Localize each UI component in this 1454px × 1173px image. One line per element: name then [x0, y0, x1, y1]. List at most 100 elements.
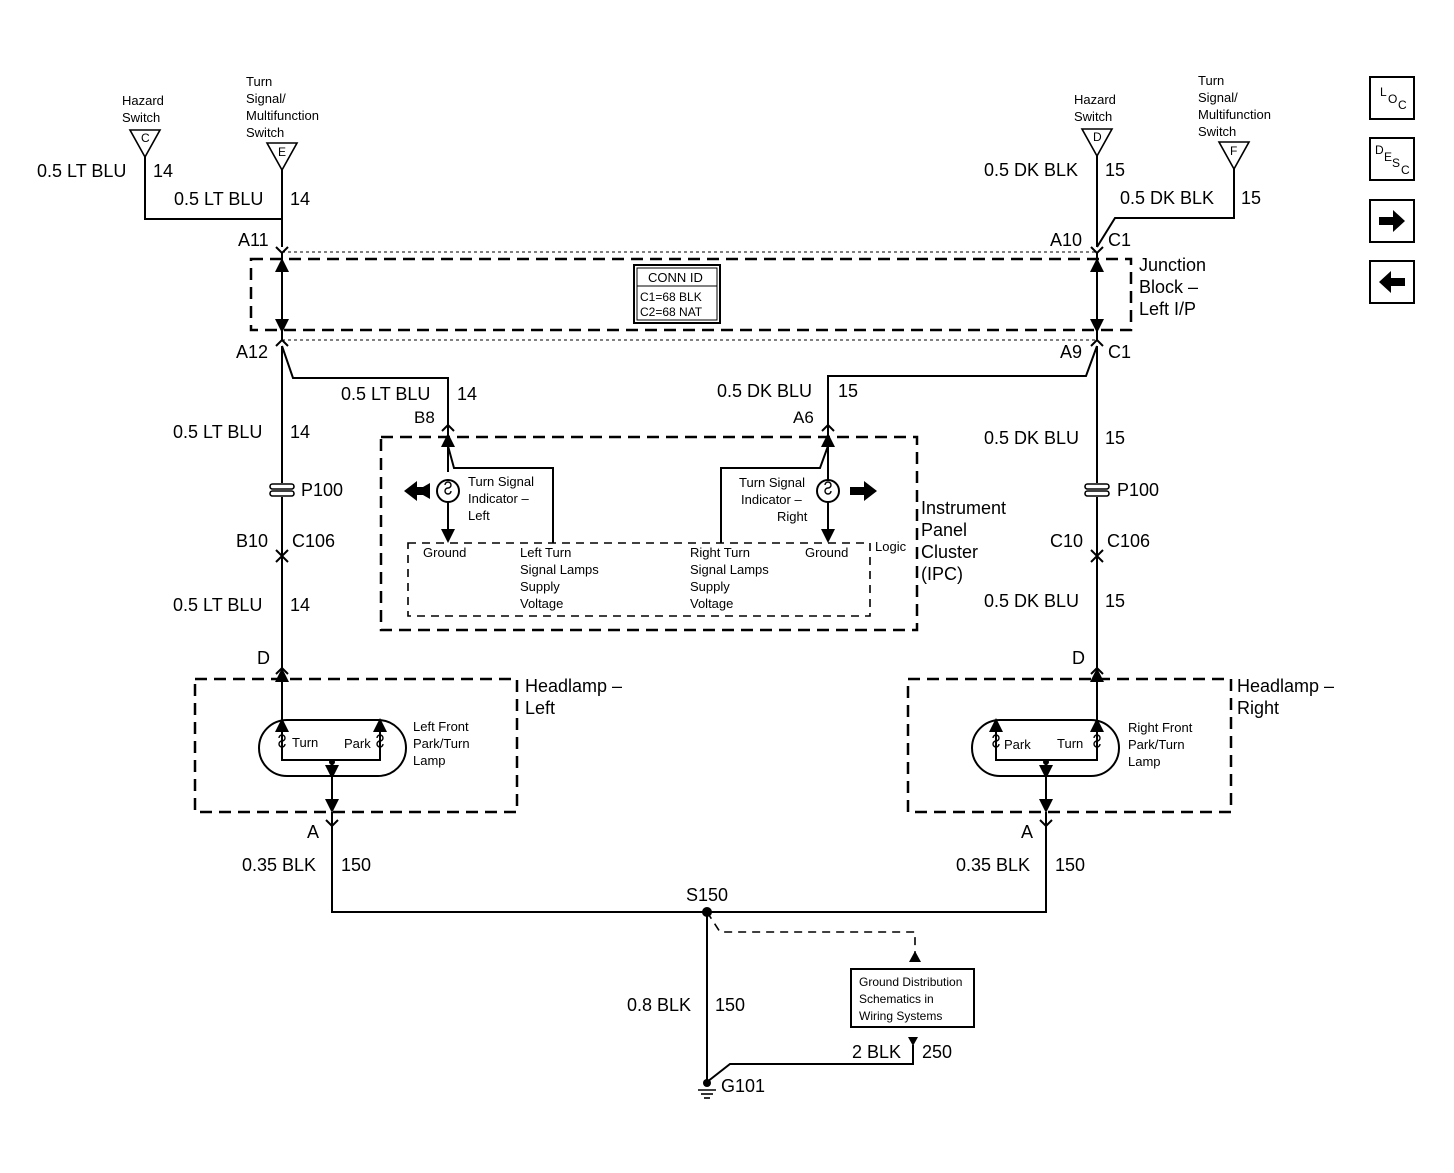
tsm-switch-left-label-2: Signal/ — [246, 91, 286, 106]
jb-left-bottom-terminal — [275, 330, 289, 347]
wire-jb-to-ipc-right — [827, 345, 1098, 425]
wire-ground-main-circuit: 150 — [715, 995, 745, 1015]
desc-letter-3: S — [1392, 156, 1401, 170]
hazard-switch-right: Hazard Switch D — [1074, 92, 1116, 158]
hazard-switch-left-pin: C — [141, 131, 150, 145]
wire-ipc-right-gauge: 0.5 DK BLU — [717, 381, 812, 401]
logic-left-ground: Ground — [423, 545, 466, 560]
loc-letter-2: O — [1388, 92, 1398, 106]
splice-s150-label: S150 — [686, 885, 728, 905]
jb-left-top-terminal — [275, 246, 289, 265]
ground-ref-leader — [706, 911, 916, 955]
ground-ref-line-3: Wiring Systems — [859, 1009, 942, 1023]
wire-right-upper-gauge: 0.5 DK BLU — [984, 428, 1079, 448]
headlamp-right-bottom-terminal — [1039, 812, 1053, 828]
logic-left-supply-4: Voltage — [520, 596, 563, 611]
p100-left-connector — [269, 483, 295, 497]
logic-label: Logic — [875, 539, 907, 554]
ground-g101-label: G101 — [721, 1076, 765, 1096]
indicator-left-label-3: Left — [468, 508, 490, 523]
previous-page-button[interactable] — [1369, 260, 1415, 304]
tsm-switch-right: Turn Signal/ Multifunction Switch F — [1198, 73, 1271, 171]
pin-a9: A9 — [1060, 342, 1082, 362]
hazard-switch-left-label-1: Hazard — [122, 93, 164, 108]
headlamp-left: Headlamp – Left Turn Park Left Front Par… — [193, 668, 622, 814]
wire-hazard-right-circuit: 15 — [1105, 160, 1125, 180]
location-button[interactable]: L O C — [1369, 76, 1415, 120]
pin-b10: B10 — [236, 531, 268, 551]
pin-c1-top: C1 — [1108, 230, 1131, 250]
headlamp-left-bottom-terminal — [325, 812, 339, 828]
hazard-switch-right-label-2: Switch — [1074, 109, 1112, 124]
headlamp-right-label-2: Right — [1237, 698, 1279, 718]
pin-b8: B8 — [414, 408, 435, 427]
wire-ground-aux — [706, 1045, 914, 1083]
junction-block-label-1: Junction — [1139, 255, 1206, 275]
ground-ref-box[interactable]: Ground Distribution Schematics in Wiring… — [850, 968, 975, 1028]
indicator-right-label-3: Right — [777, 509, 808, 524]
wire-right-upper-circuit: 15 — [1105, 428, 1125, 448]
headlamp-left-pin-d: D — [257, 648, 270, 668]
lamp-right-label-1: Right Front — [1128, 720, 1193, 735]
hazard-switch-right-label-1: Hazard — [1074, 92, 1116, 107]
instrument-panel-cluster: Instrument Panel Cluster (IPC) B8 A6 Tur… — [379, 408, 1006, 632]
pin-a6: A6 — [793, 408, 814, 427]
wire-ground-aux-gauge: 2 BLK — [852, 1042, 901, 1062]
right-turn-arrow-icon — [850, 481, 877, 501]
desc-letter-4: C — [1401, 163, 1410, 177]
ipc-outline — [379, 435, 919, 632]
lamp-left-label-3: Lamp — [413, 753, 446, 768]
wire-hazard-left-circuit: 14 — [153, 161, 173, 181]
hazard-switch-right-connector-icon — [1080, 128, 1114, 158]
tsm-switch-left-pin: E — [278, 145, 286, 159]
wire-ipc-left-circuit: 14 — [457, 384, 477, 404]
tsm-switch-right-connector-icon — [1217, 141, 1251, 171]
loc-letter-1: L — [1380, 85, 1387, 99]
wire-left-lower-gauge: 0.5 LT BLU — [173, 595, 262, 615]
junction-block-outline — [249, 257, 1133, 332]
wire-tsm-left-circuit: 14 — [290, 189, 310, 209]
lamp-left-label-2: Park/Turn — [413, 736, 470, 751]
jb-right-top-terminal — [1090, 246, 1104, 265]
wire-hazard-left — [144, 157, 283, 247]
c106-right-label: C106 — [1107, 531, 1150, 551]
description-button[interactable]: D E S C — [1369, 137, 1415, 181]
ipc-label-3: Cluster — [921, 542, 978, 562]
wire-tsm-right-gauge: 0.5 DK BLK — [1120, 188, 1214, 208]
tsm-switch-right-label-4: Switch — [1198, 124, 1236, 139]
lamp-right-turn-label: Turn — [1057, 736, 1083, 751]
wire-left-lower-circuit: 14 — [290, 595, 310, 615]
ipc-logic-box — [407, 542, 871, 617]
indicator-right-label-1: Turn Signal — [739, 475, 805, 490]
headlamp-right-outline — [906, 677, 1233, 814]
ground-g101-icon — [698, 1089, 716, 1099]
tsm-switch-left-label-4: Switch — [246, 125, 284, 140]
next-page-button[interactable] — [1369, 199, 1415, 243]
pin-a11: A11 — [238, 230, 269, 250]
desc-letter-2: E — [1384, 150, 1393, 164]
wire-hazard-right-gauge: 0.5 DK BLK — [984, 160, 1078, 180]
wire-ground-main-gauge: 0.8 BLK — [627, 995, 691, 1015]
junction-block: Junction Block – Left I/P A11 A10 C1 A12… — [236, 230, 1206, 362]
tsm-switch-left-label-3: Multifunction — [246, 108, 319, 123]
headlamp-right-pin-a: A — [1021, 822, 1033, 842]
logic-right-supply-2: Signal Lamps — [690, 562, 769, 577]
wire-ground-aux-circuit: 250 — [922, 1042, 952, 1062]
lamp-left-park-label: Park — [344, 736, 371, 751]
left-arrow-icon — [1379, 271, 1405, 293]
headlamp-left-top-terminal — [275, 666, 289, 675]
loc-letter-3: C — [1398, 98, 1407, 112]
ground-ref-line-1: Ground Distribution — [859, 975, 962, 989]
lamp-right-park-label: Park — [1004, 737, 1031, 752]
tsm-switch-right-pin: F — [1230, 144, 1237, 158]
left-turn-arrow-shape — [404, 481, 430, 501]
turn-indicator-left-bulb-icon — [436, 479, 460, 503]
pin-c10: C10 — [1050, 531, 1083, 551]
headlamp-left-label-1: Headlamp – — [525, 676, 622, 696]
conn-id-row-1: C1=68 BLK — [640, 290, 702, 304]
tsm-switch-right-label-2: Signal/ — [1198, 90, 1238, 105]
wire-ground-bus — [331, 826, 1047, 913]
indicator-right-label-2: Indicator – — [741, 492, 802, 507]
wire-ground-right-gauge: 0.35 BLK — [956, 855, 1030, 875]
